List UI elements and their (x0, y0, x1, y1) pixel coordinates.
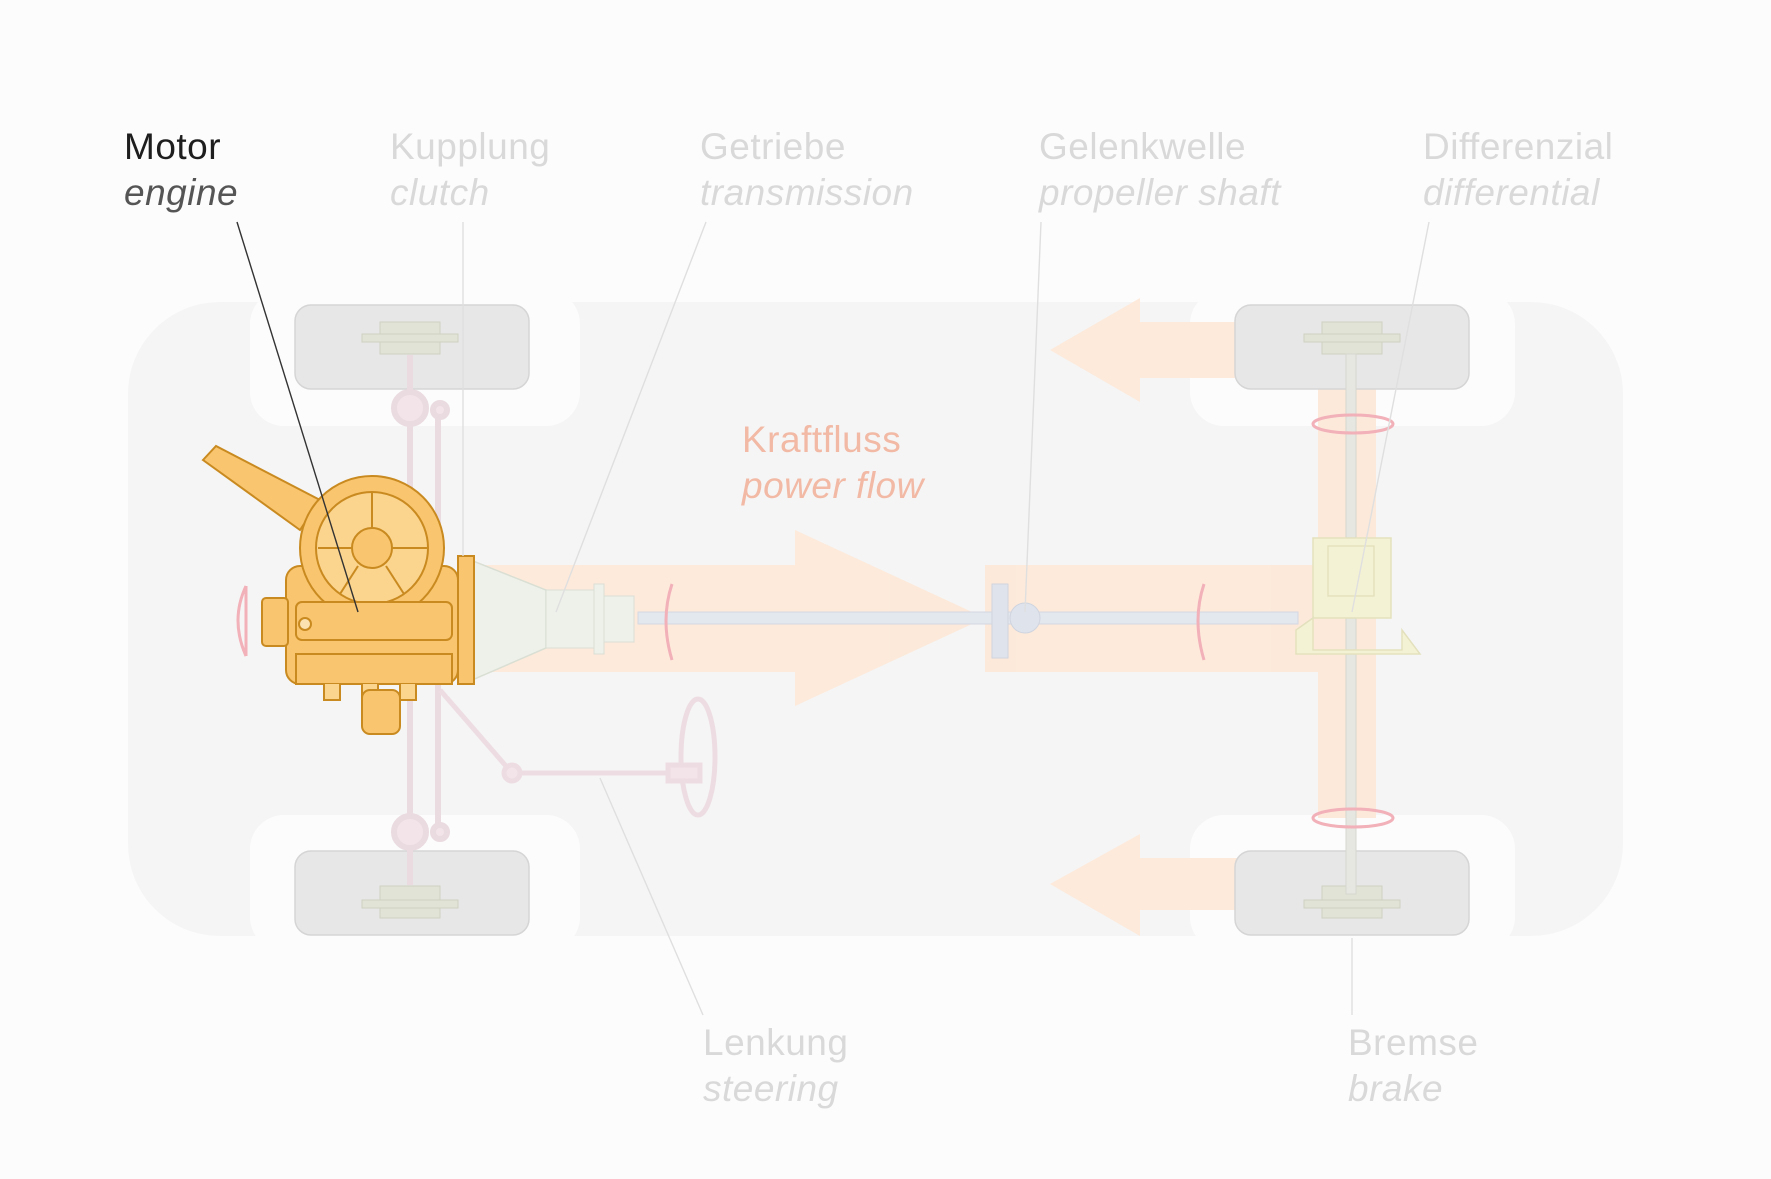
label-propeller-shaft: Gelenkwelle propeller shaft (1039, 128, 1281, 211)
label-differential-de: Differenzial (1423, 126, 1614, 167)
steering-linkage (438, 688, 718, 818)
label-steering-de: Lenkung (703, 1022, 849, 1063)
label-transmission-en: transmission (700, 172, 914, 213)
engine-illustration (201, 444, 475, 735)
label-engine-en: engine (124, 172, 239, 213)
label-differential-en: differential (1423, 172, 1600, 213)
label-differential: Differenzial differential (1423, 128, 1613, 211)
rear-axle (1345, 353, 1357, 895)
label-power-flow-de: Kraftfluss (742, 419, 902, 460)
label-propeller-shaft-de: Gelenkwelle (1039, 126, 1247, 167)
label-clutch-en: clutch (390, 172, 490, 213)
label-brake-en: brake (1348, 1068, 1444, 1109)
label-steering-en: steering (703, 1068, 839, 1109)
wheels (294, 304, 1470, 936)
label-brake-de: Bremse (1348, 1022, 1479, 1063)
differential-housing (1295, 537, 1422, 655)
label-steering: Lenkung steering (703, 1024, 848, 1107)
label-propeller-shaft-en: propeller shaft (1039, 172, 1281, 213)
transmission-housing (462, 555, 635, 686)
propeller-shaft (637, 583, 1299, 659)
label-brake: Bremse brake (1348, 1024, 1478, 1107)
label-power-flow: Kraftfluss power flow (742, 421, 924, 504)
label-transmission-de: Getriebe (700, 126, 846, 167)
label-clutch-de: Kupplung (390, 126, 551, 167)
leader-lines (236, 221, 1430, 1016)
label-engine: Motor engine (124, 128, 238, 211)
rotation-markers (236, 413, 1395, 829)
label-transmission: Getriebe transmission (700, 128, 914, 211)
label-power-flow-en: power flow (742, 465, 924, 506)
label-clutch: Kupplung clutch (390, 128, 550, 211)
label-engine-de: Motor (124, 126, 222, 167)
